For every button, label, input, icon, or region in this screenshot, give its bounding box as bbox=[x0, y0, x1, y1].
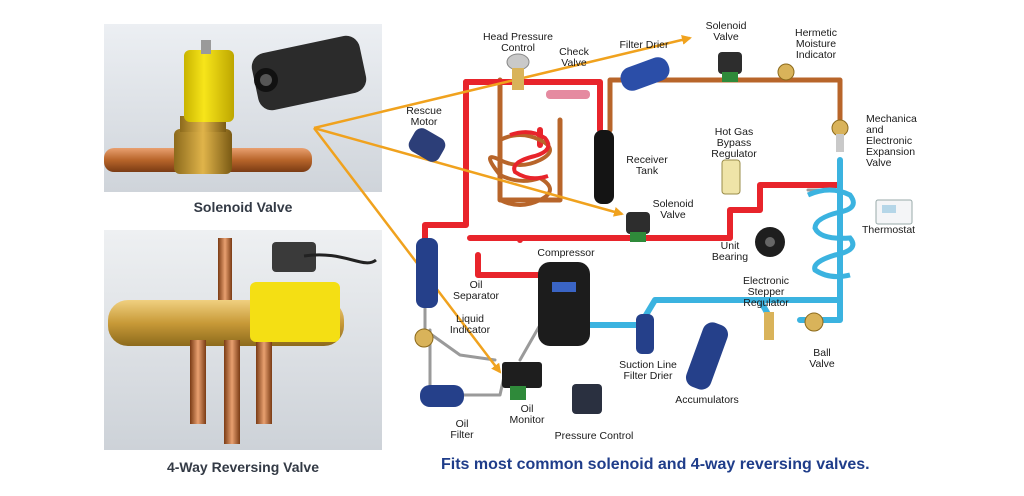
label-line: Rescue bbox=[406, 105, 442, 117]
label-line: Regulator bbox=[711, 148, 757, 160]
label-pressure-control: Pressure Control bbox=[555, 430, 634, 442]
label-line: Bypass bbox=[717, 137, 751, 149]
label-line: Oil bbox=[521, 403, 534, 415]
label-line: Pressure Control bbox=[555, 430, 634, 442]
label-line: Unit bbox=[721, 240, 740, 252]
label-line: Check bbox=[559, 46, 590, 58]
label-line: Indicator bbox=[796, 49, 837, 61]
check-valve-icon bbox=[546, 90, 590, 99]
label-line: Liquid bbox=[456, 313, 484, 325]
label-line: Valve bbox=[866, 157, 892, 169]
label-line: Compressor bbox=[537, 247, 595, 259]
label-accumulators: Accumulators bbox=[675, 394, 739, 406]
label-line: Oil bbox=[470, 279, 483, 291]
label-line: Solenoid bbox=[706, 20, 747, 32]
label-line: Separator bbox=[453, 290, 500, 302]
label-line: Filter Drier bbox=[620, 39, 670, 51]
label-line: Hot Gas bbox=[715, 126, 754, 138]
oil-separator-icon bbox=[416, 238, 438, 308]
label-thermostat: Thermostat bbox=[862, 224, 915, 236]
label-line: Control bbox=[501, 42, 535, 54]
callout-arrows bbox=[313, 34, 692, 374]
suction-line-filter-drier-icon bbox=[636, 314, 654, 354]
label-line: Electronic bbox=[866, 135, 912, 147]
rescue-motor-icon bbox=[408, 128, 446, 162]
label-line: Ball bbox=[813, 347, 831, 359]
label-line: Solenoid bbox=[653, 198, 694, 210]
label-line: Valve bbox=[660, 209, 686, 221]
label-line: Stepper bbox=[748, 286, 785, 298]
ball-valve-icon bbox=[804, 312, 824, 332]
reversing-valve-photo bbox=[104, 230, 382, 450]
label-line: Valve bbox=[713, 31, 739, 43]
label-line: and bbox=[866, 124, 884, 136]
label-line: Suction Line bbox=[619, 359, 677, 371]
solenoid-valve-mid-icon bbox=[626, 212, 650, 242]
label-line: Expansion bbox=[866, 146, 915, 158]
label-line: Filter bbox=[450, 429, 474, 441]
label-line: Filter Drier bbox=[624, 370, 674, 382]
label-filter-drier: Filter Drier bbox=[620, 39, 670, 51]
condenser-coil bbox=[488, 133, 552, 207]
evaporator-coil bbox=[806, 187, 856, 280]
filter-drier-icon bbox=[620, 57, 670, 91]
head-pressure-control-icon bbox=[506, 53, 530, 90]
compressor-icon bbox=[538, 262, 590, 346]
thermostat-icon bbox=[875, 199, 913, 225]
electronic-stepper-regulator-icon bbox=[764, 312, 774, 340]
label-line: Receiver bbox=[626, 154, 668, 166]
label-line: Electronic bbox=[743, 275, 789, 287]
label-line: Valve bbox=[561, 57, 587, 69]
accumulator-icon bbox=[685, 322, 729, 390]
label-line: Mechanica bbox=[866, 113, 917, 125]
label-line: Bearing bbox=[712, 251, 748, 263]
reversing-valve-caption: 4-Way Reversing Valve bbox=[166, 459, 319, 475]
unit-bearing-icon bbox=[755, 227, 785, 257]
label-line: Oil bbox=[456, 418, 469, 430]
condenser-coil-red bbox=[509, 130, 551, 181]
label-line: Monitor bbox=[509, 414, 545, 426]
receiver-tank-icon bbox=[594, 130, 614, 204]
solenoid-valve-photo bbox=[104, 24, 382, 192]
label-line: Head Pressure bbox=[483, 31, 553, 43]
solenoid-valve-caption: Solenoid Valve bbox=[193, 199, 293, 215]
hot-gas-bypass-regulator-icon bbox=[721, 159, 741, 195]
label-line: Tank bbox=[636, 165, 659, 177]
label-line: Thermostat bbox=[862, 224, 915, 236]
label-line: Hermetic bbox=[795, 27, 837, 39]
label-compressor: Compressor bbox=[537, 247, 595, 259]
label-line: Indicator bbox=[450, 324, 491, 336]
expansion-valve-icon bbox=[831, 119, 849, 152]
liquid-indicator-icon bbox=[414, 328, 434, 348]
hermetic-moisture-indicator-icon bbox=[777, 63, 795, 81]
label-line: Accumulators bbox=[675, 394, 739, 406]
solenoid-valve-top-icon bbox=[718, 52, 742, 82]
oil-monitor-icon bbox=[502, 362, 542, 400]
tagline: Fits most common solenoid and 4-way reve… bbox=[441, 456, 870, 473]
label-line: Regulator bbox=[743, 297, 789, 309]
pressure-control-icon bbox=[572, 384, 602, 414]
oil-filter-icon bbox=[420, 385, 464, 407]
label-line: Motor bbox=[411, 116, 438, 128]
label-line: Moisture bbox=[796, 38, 836, 50]
label-line: Valve bbox=[809, 358, 835, 370]
